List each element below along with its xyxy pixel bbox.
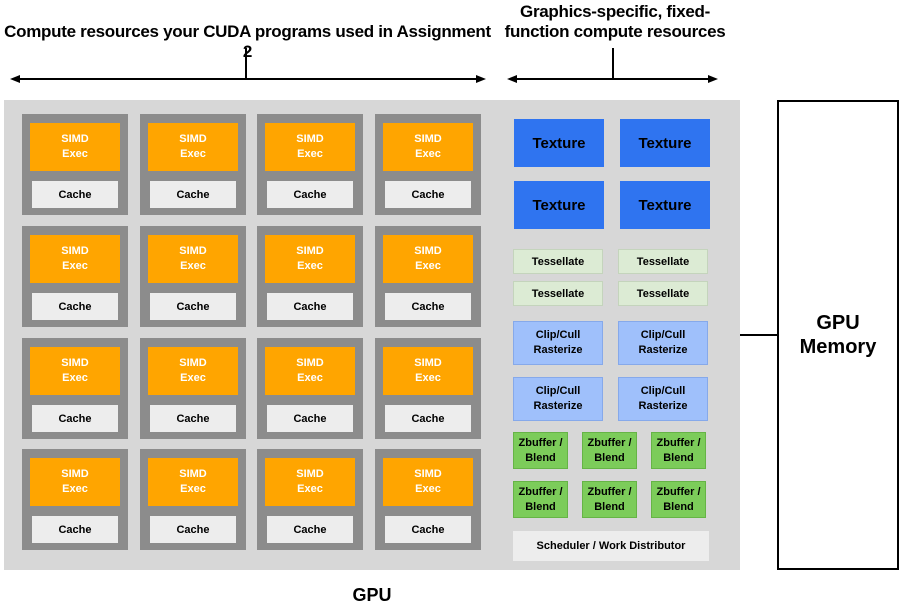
gpu-memory: GPU Memory <box>777 100 899 570</box>
texture-unit: Texture <box>620 119 710 167</box>
texture-unit: Texture <box>620 181 710 229</box>
simd-exec-unit: SIMD Exec <box>148 123 238 171</box>
tessellate-unit: Tessellate <box>513 281 603 306</box>
core-cache: Cache <box>385 516 471 543</box>
simd-exec-unit: SIMD Exec <box>383 458 473 506</box>
simd-exec-unit: SIMD Exec <box>30 123 120 171</box>
simd-exec-unit: SIMD Exec <box>148 347 238 395</box>
tessellate-unit: Tessellate <box>513 249 603 274</box>
simd-exec-unit: SIMD Exec <box>265 458 355 506</box>
simd-exec-unit: SIMD Exec <box>148 458 238 506</box>
tessellate-unit: Tessellate <box>618 249 708 274</box>
simd-exec-unit: SIMD Exec <box>383 235 473 283</box>
clip-cull-rasterize-unit: Clip/Cull Rasterize <box>513 321 603 365</box>
fixed-function-header: Graphics-specific, fixed- function compu… <box>504 2 726 41</box>
texture-unit: Texture <box>514 181 604 229</box>
core-cache: Cache <box>32 181 118 208</box>
clip-cull-rasterize-unit: Clip/Cull Rasterize <box>513 377 603 421</box>
simd-exec-unit: SIMD Exec <box>30 347 120 395</box>
clip-cull-rasterize-unit: Clip/Cull Rasterize <box>618 377 708 421</box>
core-cache: Cache <box>385 181 471 208</box>
zbuffer-blend-unit: Zbuffer / Blend <box>582 481 637 518</box>
core-cache: Cache <box>32 405 118 432</box>
simd-exec-unit: SIMD Exec <box>148 235 238 283</box>
tessellate-unit: Tessellate <box>618 281 708 306</box>
simd-exec-unit: SIMD Exec <box>30 235 120 283</box>
zbuffer-blend-unit: Zbuffer / Blend <box>651 481 706 518</box>
core-cache: Cache <box>267 405 353 432</box>
core-cache: Cache <box>32 516 118 543</box>
simd-exec-unit: SIMD Exec <box>265 347 355 395</box>
core-cache: Cache <box>150 293 236 320</box>
scheduler-work-distributor: Scheduler / Work Distributor <box>513 531 709 561</box>
core-cache: Cache <box>267 516 353 543</box>
clip-cull-rasterize-unit: Clip/Cull Rasterize <box>618 321 708 365</box>
core-cache: Cache <box>385 405 471 432</box>
texture-unit: Texture <box>514 119 604 167</box>
core-cache: Cache <box>267 181 353 208</box>
compute-resources-bracket <box>10 48 486 83</box>
core-cache: Cache <box>385 293 471 320</box>
compute-resources-header: Compute resources your CUDA programs use… <box>4 22 491 61</box>
core-cache: Cache <box>267 293 353 320</box>
zbuffer-blend-unit: Zbuffer / Blend <box>582 432 637 469</box>
zbuffer-blend-unit: Zbuffer / Blend <box>513 481 568 518</box>
zbuffer-blend-unit: Zbuffer / Blend <box>651 432 706 469</box>
simd-exec-unit: SIMD Exec <box>265 235 355 283</box>
simd-exec-unit: SIMD Exec <box>383 123 473 171</box>
simd-exec-unit: SIMD Exec <box>30 458 120 506</box>
zbuffer-blend-unit: Zbuffer / Blend <box>513 432 568 469</box>
core-cache: Cache <box>150 181 236 208</box>
core-cache: Cache <box>150 405 236 432</box>
simd-exec-unit: SIMD Exec <box>265 123 355 171</box>
simd-exec-unit: SIMD Exec <box>383 347 473 395</box>
gpu-label: GPU <box>352 585 392 605</box>
fixed-function-bracket <box>507 48 718 83</box>
memory-bus-line <box>740 334 778 336</box>
core-cache: Cache <box>150 516 236 543</box>
core-cache: Cache <box>32 293 118 320</box>
